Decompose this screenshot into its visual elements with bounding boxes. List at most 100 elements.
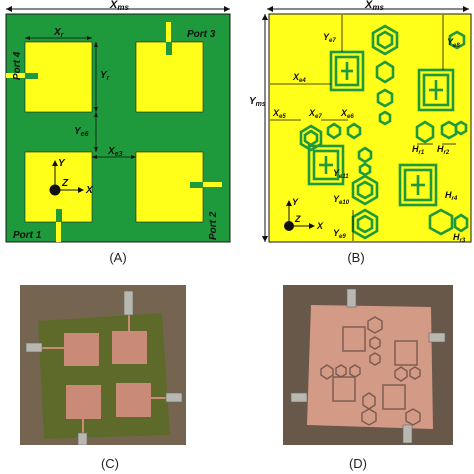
y-axis-label: Y <box>292 197 299 207</box>
arrow-head-left <box>6 6 12 12</box>
arrow-head <box>262 236 268 242</box>
z-axis-label: Z <box>61 178 69 189</box>
arrow-head <box>131 155 136 159</box>
hex-resonator-large-2 <box>351 174 379 206</box>
yms-label: Yms <box>249 96 266 108</box>
xe4-label: Xe4 <box>292 72 306 84</box>
square-resonator-4 <box>398 163 438 207</box>
caption-b: (B) <box>347 250 365 265</box>
hex-resonator-small-4 <box>357 146 373 164</box>
copper-patch-4 <box>116 383 151 417</box>
sma-connector-right <box>428 332 446 343</box>
ye9-label: Ye9 <box>333 228 346 240</box>
square-resonator-1 <box>329 50 365 92</box>
hex-resonator-small-6 <box>454 120 468 136</box>
etched-square-resonator-3 <box>332 376 356 402</box>
sma-connector-left <box>290 392 308 403</box>
sma-connector-top <box>346 288 357 308</box>
feedline-port1 <box>56 222 61 242</box>
sma-connector-bottom <box>402 424 413 444</box>
arrow-head <box>25 36 30 40</box>
sma-connector-right <box>165 392 183 403</box>
arrow-head <box>463 6 469 12</box>
hex-resonator-small-3 <box>378 110 392 126</box>
caption-d: (D) <box>348 456 368 471</box>
hr4-label: Hr4 <box>445 190 458 202</box>
x-axis-arrow <box>309 223 315 229</box>
ye11-label: Ye11 <box>333 168 349 180</box>
inset-slot-bl <box>56 209 62 222</box>
hex-resonator-small-2 <box>346 122 362 140</box>
xe5-label: Xe5 <box>272 108 286 120</box>
hex-resonator-small-5 <box>358 162 372 177</box>
inset-slot-tl <box>25 73 38 79</box>
port1-label: Port 1 <box>13 230 42 241</box>
caption-a: (A) <box>109 250 127 265</box>
panel-b: Xms Yms <box>237 0 474 272</box>
square-resonator-2 <box>417 68 455 112</box>
sma-connector-bottom <box>77 432 88 445</box>
xe7-label: Xe7 <box>308 108 322 120</box>
hex-resonator-large-4 <box>299 124 323 152</box>
hr2-label: Hr2 <box>437 144 450 156</box>
ye7-label: Ye7 <box>323 32 336 44</box>
x-axis-label: X <box>316 221 324 231</box>
y-axis-arrow <box>286 200 292 206</box>
hex-resonator-medium-3 <box>448 30 466 50</box>
xr-label: Xr <box>53 27 65 39</box>
pcb-board <box>307 305 433 429</box>
fabricated-prototype-photo-d <box>283 285 453 445</box>
panel-c <box>20 285 186 445</box>
hr1-label: Hr1 <box>412 144 425 156</box>
caption-c: (C) <box>100 456 120 471</box>
panel-a: Xms Xr Yr Ye6 <box>0 0 237 272</box>
x-axis-arrow <box>78 187 84 193</box>
feedline-port4 <box>6 73 25 78</box>
ye10-label: Ye10 <box>333 194 350 206</box>
etched-square-resonator-4 <box>382 384 406 410</box>
hex-resonator-small-7 <box>453 213 469 233</box>
sma-connector-top <box>123 290 134 316</box>
panel-d <box>283 285 453 445</box>
y-axis-label: Y <box>58 158 66 169</box>
port4-label: Port 4 <box>12 51 23 80</box>
hex-resonator-large-1 <box>371 24 399 56</box>
hex-resonator-small-1 <box>326 122 342 140</box>
feedline-port3 <box>166 22 171 42</box>
feedline-port2 <box>203 182 222 187</box>
arrow-head <box>94 112 98 117</box>
copper-patch-3 <box>66 385 101 419</box>
panel-a-diagram: Xms Xr Yr Ye6 <box>5 0 231 243</box>
pcb-board <box>38 313 170 439</box>
x-axis-label: X <box>85 185 94 196</box>
fabricated-prototype-photo-c <box>20 285 186 445</box>
hex-resonator-medium-4 <box>415 120 435 144</box>
substrate <box>268 13 472 243</box>
inset-slot-br <box>190 182 203 188</box>
panel-b-diagram: Xms Yms <box>249 0 472 244</box>
square-resonator-3 <box>307 144 345 186</box>
arrow-head <box>94 42 98 47</box>
arrow-head <box>94 107 98 112</box>
inset-slot-tr <box>166 42 172 55</box>
etched-hex-1 <box>367 316 383 334</box>
arrow-head <box>267 6 273 12</box>
arrow-head <box>92 155 97 159</box>
z-axis-label: Z <box>294 214 301 224</box>
port2-label: Port 2 <box>208 211 219 240</box>
ye8-label: Ye8 <box>447 37 460 49</box>
xe6-label: Xe6 <box>340 108 354 120</box>
arrow-head-right <box>224 6 230 12</box>
arrow-head <box>87 36 92 40</box>
xms-label: Xms <box>364 0 384 12</box>
hex-resonator-medium-1 <box>375 60 395 84</box>
hr3-label: Hr3 <box>453 232 466 244</box>
arrow-head <box>262 14 268 20</box>
xe3-label: Xe3 <box>107 146 123 158</box>
sma-connector-left <box>25 342 43 353</box>
xms-label: Xms <box>109 0 129 12</box>
y-axis-arrow <box>52 160 58 166</box>
arrow-head <box>94 147 98 152</box>
etched-square-resonator-2 <box>394 340 418 366</box>
hex-resonator-medium-6 <box>428 208 454 236</box>
